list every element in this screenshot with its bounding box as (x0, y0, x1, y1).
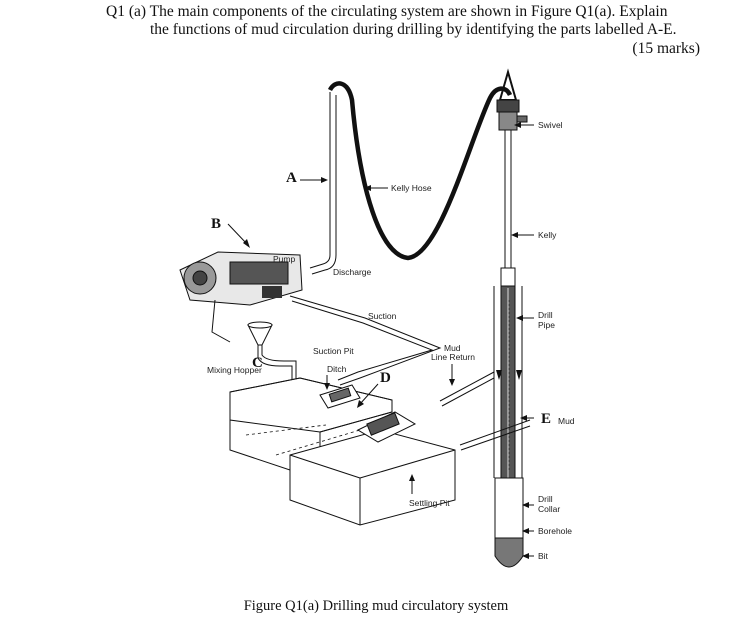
callout-arrows (227, 122, 534, 559)
label-e: E (541, 411, 551, 427)
label-kelly: Kelly (538, 230, 557, 240)
standpipe (309, 92, 337, 275)
label-ditch: Ditch (327, 364, 347, 374)
label-mud-return-1: Mud (444, 343, 461, 353)
label-d: D (380, 370, 391, 386)
label-suction: Suction (368, 311, 397, 321)
drill-string (493, 130, 524, 568)
mud-pits (229, 377, 456, 526)
label-discharge: Discharge (333, 267, 372, 277)
label-drill-collar-1: Drill (538, 494, 553, 504)
label-pump: Pump (273, 254, 295, 264)
label-borehole: Borehole (538, 526, 572, 536)
mixing-hopper (247, 321, 297, 392)
label-b: B (211, 216, 221, 232)
mud-pump (179, 251, 303, 343)
label-c: C (252, 355, 263, 371)
label-drill-pipe-1: Drill (538, 310, 553, 320)
kelly-hose (327, 81, 513, 261)
label-mud-return-2: Line Return (431, 352, 475, 362)
label-settling-pit: Settling Pit (409, 498, 450, 508)
label-bit: Bit (538, 551, 549, 561)
label-suction-pit: Suction Pit (313, 346, 354, 356)
label-a: A (286, 170, 297, 186)
question-line-1: Q1 (a) The main components of the circul… (106, 3, 668, 20)
suction-line (289, 295, 442, 386)
label-drill-pipe-2: Pipe (538, 320, 555, 330)
label-mixing-hopper: Mixing Hopper (207, 365, 262, 375)
swivel (496, 68, 528, 131)
shale-shaker (319, 384, 417, 443)
question-marks: (15 marks) (632, 40, 700, 57)
question-line-2: the functions of mud circulation during … (150, 21, 677, 38)
label-swivel: Swivel (538, 120, 563, 130)
mud-return-line (439, 371, 531, 451)
label-kelly-hose: Kelly Hose (391, 183, 432, 193)
label-mud: Mud (558, 416, 575, 426)
label-drill-collar-2: Collar (538, 504, 560, 514)
figure-caption: Figure Q1(a) Drilling mud circulatory sy… (243, 598, 509, 614)
